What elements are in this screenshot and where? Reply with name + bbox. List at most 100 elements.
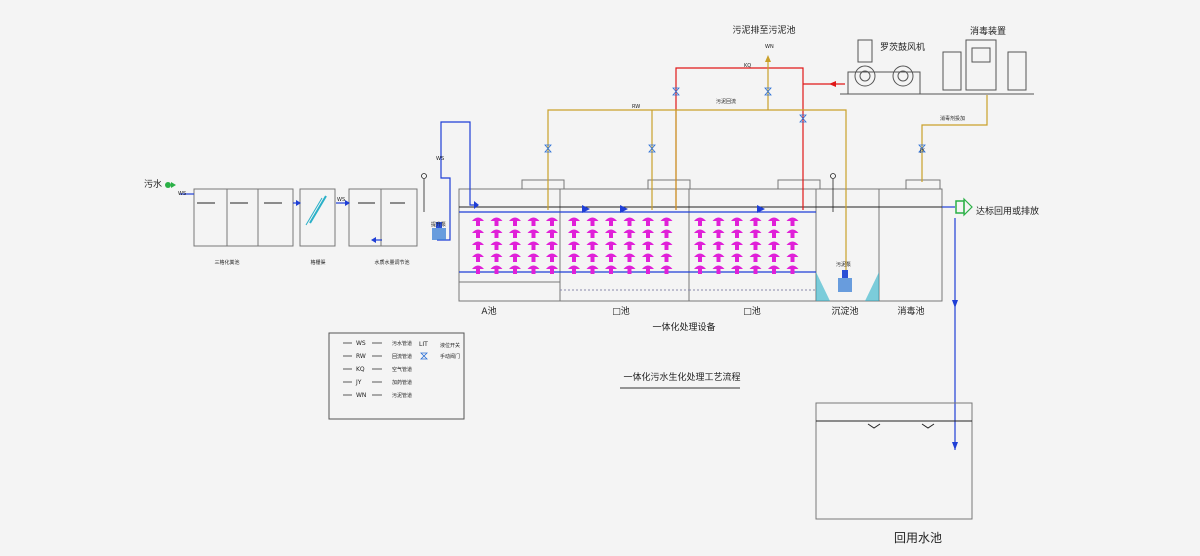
aeration-diffuser [749,241,762,250]
outlet-label: 达标回用或排放 [976,205,1039,217]
aeration-diffuser [712,229,725,238]
aeration-diffuser [568,241,580,250]
aeration-diffuser [623,253,636,262]
reflux-pipes [547,60,988,272]
aeration-diffuser [490,241,503,250]
aeration-diffuser [527,241,540,250]
aeration-diffuser [623,229,636,238]
screen-label: 格栅渠 [310,259,325,266]
aeration-diffuser [472,265,484,274]
o1-tank-label: □池 [612,305,630,317]
aeration-diffuser [605,229,617,238]
aeration-diffuser [527,217,540,226]
inlet-marker [165,182,176,188]
aeration-diffuser [509,229,521,238]
aeration-diffuser [623,241,636,250]
outlet-marker [955,197,973,217]
aeration-diffuser [527,229,540,238]
aeration-diffuser [660,217,673,226]
legend-code: KQ [356,366,365,373]
aeration-diffuser [786,253,799,262]
aeration-diffuser [509,265,521,274]
aeration-diffuser [768,241,780,250]
aeration-diffuser [568,265,580,274]
wn-label: WN [765,44,774,50]
legend-desc: 污水管道 [392,340,412,347]
disinfector-label: 消毒装置 [970,25,1006,37]
aeration-diffuser [642,217,654,226]
diagram-caption: 一体化污水生化处理工艺流程 [623,371,740,383]
aeration-diffuser [568,253,580,262]
aeration-diffuser [490,253,503,262]
aeration-diffuser [749,217,762,226]
aeration-diffuser [642,241,654,250]
aeration-diffuser [768,253,780,262]
aeration-diffuser [731,217,743,226]
aeration-diffuser [490,229,503,238]
aeration-diffuser [731,241,743,250]
lift-pump [432,222,446,240]
sludge-pump [838,270,852,292]
equalization-tank [348,188,418,247]
legend-desc: 污泥管道 [392,392,412,399]
legend-code: WS [356,340,366,347]
lift-pump-label: 提升泵 [431,221,446,228]
aeration-diffuser [568,217,580,226]
blower-label: 罗茨鼓风机 [880,41,925,53]
aeration-diffuser [786,229,799,238]
legend-lit-desc: 液位开关 [440,342,460,349]
legend-desc: 加药管道 [392,379,412,386]
legend-lit-code: LIT [419,341,428,348]
septic-label: 三格化粪池 [214,259,239,266]
aeration-diffuser [546,253,558,262]
aeration-diffuser [694,241,706,250]
aeration-diffuser [605,265,617,274]
a-tank-label: A池 [481,305,496,317]
inlet-pipe-code: WS [178,191,186,197]
dosing-label: 消毒剂投加 [940,115,965,122]
aeration-diffuser [527,265,540,274]
screen-channel [299,188,336,247]
aeration-diffuser [623,265,636,274]
aeration-diffuser [586,229,599,238]
sludge-pump-label: 污泥泵 [836,261,851,268]
aeration-diffuser [490,265,503,274]
jy-label: JY [919,148,925,154]
sludge-out-label: 污泥排至污泥池 [732,24,795,36]
level-switches [421,173,836,212]
sedimentation-hopper [816,272,830,301]
aeration-diffuser [509,217,521,226]
aeration-diffuser [509,253,521,262]
aeration-diffuser [472,241,484,250]
disinfection-device [942,39,1027,91]
legend-valve-desc: 手动阀门 [440,353,460,360]
air-arrow [829,81,836,87]
aeration-diffuser [546,265,558,274]
aeration-diffuser [586,253,599,262]
aeration-diffuser [768,217,780,226]
aeration-diffuser [749,229,762,238]
aeration-diffuser [786,217,799,226]
aeration-diffuser [768,265,780,274]
aeration-diffuser [586,241,599,250]
aeration-diffuser [786,265,799,274]
inlet-label: 污水 [144,178,162,190]
aeration-diffuser [472,229,484,238]
aeration-diffuser [546,217,558,226]
aeration-diffuser [586,217,599,226]
roots-blower [840,39,1034,95]
equalization-label: 水质水量调节池 [374,259,409,266]
aeration-diffuser [490,217,503,226]
ws-label-2: WS [436,156,444,162]
disinfection-label: 消毒池 [897,305,924,317]
aeration-diffuser [605,253,617,262]
sedimentation-hopper-right [865,272,879,301]
aeration-diffuser [642,253,654,262]
sedimentation-label: 沉淀池 [831,305,858,317]
aeration-diffuser [586,265,599,274]
aeration-diffuser [694,217,706,226]
arrows-water [296,200,958,450]
sludge-arrow [765,55,771,62]
kq-label: KQ [744,63,751,69]
